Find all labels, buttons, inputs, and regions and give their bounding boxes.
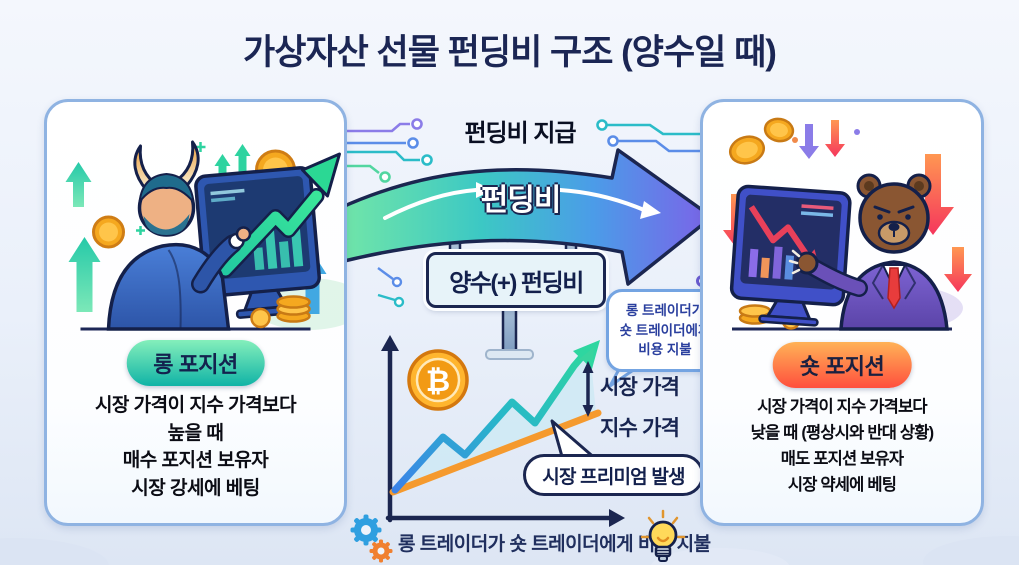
circuit-decoration-left — [345, 118, 433, 183]
coin-stack-icon — [250, 295, 311, 329]
bull-trader-illustration — [65, 140, 344, 331]
positive-funding-sign: 양수(+) 펀딩비 — [426, 252, 606, 308]
positive-funding-sign-label: 양수(+) 펀딩비 — [449, 269, 584, 297]
long-position-badge-label: 롱 포지션 — [153, 352, 238, 377]
payment-note-line: 비용 지불 — [638, 342, 692, 358]
payment-note-line: 숏 트레이더에게 — [619, 322, 711, 338]
short-position-badge-label: 숏 포지션 — [799, 354, 885, 379]
green-triangle-decoration — [578, 347, 594, 360]
background-blobs — [0, 536, 1019, 565]
desc-line: 시장 가격이 지수 가격보다 — [94, 395, 297, 416]
short-position-description: 시장 가격이 지수 가격보다 낮을 때 (평상시와 반대 상황) 매도 포지션 … — [703, 394, 981, 498]
desc-line: 시장 가격이 지수 가격보다 — [757, 398, 927, 416]
lightbulb-icon — [640, 509, 686, 562]
gear-icon — [369, 539, 393, 563]
gear-icon — [350, 514, 382, 546]
bitcoin-coin-icon: ₿ — [407, 349, 469, 411]
footer-note: 롱 트레이더가 숏 트레이더에게 비용 지불 — [398, 534, 711, 555]
funding-flow-arrow — [338, 148, 714, 286]
bull-trader-character — [106, 140, 252, 331]
rising-chart-arrow — [217, 152, 341, 278]
bear-trader-character — [788, 173, 949, 331]
market-price-line — [391, 348, 590, 494]
gear-icon — [350, 514, 393, 563]
sign-bottom-post — [485, 304, 534, 360]
long-position-panel: 롱 포지션 시장 가격이 지수 가격보다 높을 때 매수 포지션 보유자 시장 … — [44, 99, 347, 526]
index-price-line — [389, 409, 602, 496]
payment-note-line: 롱 트레이더가 — [625, 303, 705, 318]
desc-line: 시장 강세에 베팅 — [131, 478, 260, 500]
premium-area — [393, 350, 596, 492]
desc-line: 낮을 때 (평상시와 반대 상황) — [750, 424, 935, 443]
desc-line: 높을 때 — [167, 422, 224, 444]
bitcoin-symbol: ₿ — [426, 365, 450, 398]
desc-line: 시장 약세에 베팅 — [787, 476, 897, 495]
long-position-badge: 롱 포지션 — [126, 340, 265, 386]
long-position-description: 시장 가격이 지수 가격보다 높을 때 매수 포지션 보유자 시장 강세에 베팅 — [47, 392, 344, 503]
desc-line: 매수 포지션 보유자 — [122, 450, 269, 472]
index-price-label: 지수 가격 — [600, 417, 680, 440]
premium-double-arrow — [582, 361, 594, 417]
circuit-decoration-right-top — [596, 119, 700, 153]
short-position-panel: 숏 포지션 시장 가격이 지수 가격보다 낮을 때 (평상시와 반대 상황) 매… — [700, 99, 984, 526]
desc-line: 매도 포지션 보유자 — [780, 450, 904, 469]
market-premium-bubble-label: 시장 프리미엄 발생 — [542, 466, 685, 488]
dot-decoration — [792, 137, 798, 143]
bear-trader-illustration — [723, 117, 972, 331]
market-price-label: 시장 가격 — [600, 376, 680, 399]
funding-payment-label: 펀딩비 지급 — [464, 120, 576, 147]
circuit-decoration-chart-left — [377, 267, 405, 308]
market-premium-bubble: 시장 프리미엄 발생 — [523, 454, 704, 496]
short-position-badge: 숏 포지션 — [772, 342, 912, 388]
dot-decoration — [854, 129, 860, 135]
funding-arrow-label: 펀딩비 — [480, 184, 562, 217]
page-title: 가상자산 선물 펀딩비 구조 (양수일 때) — [243, 33, 777, 72]
